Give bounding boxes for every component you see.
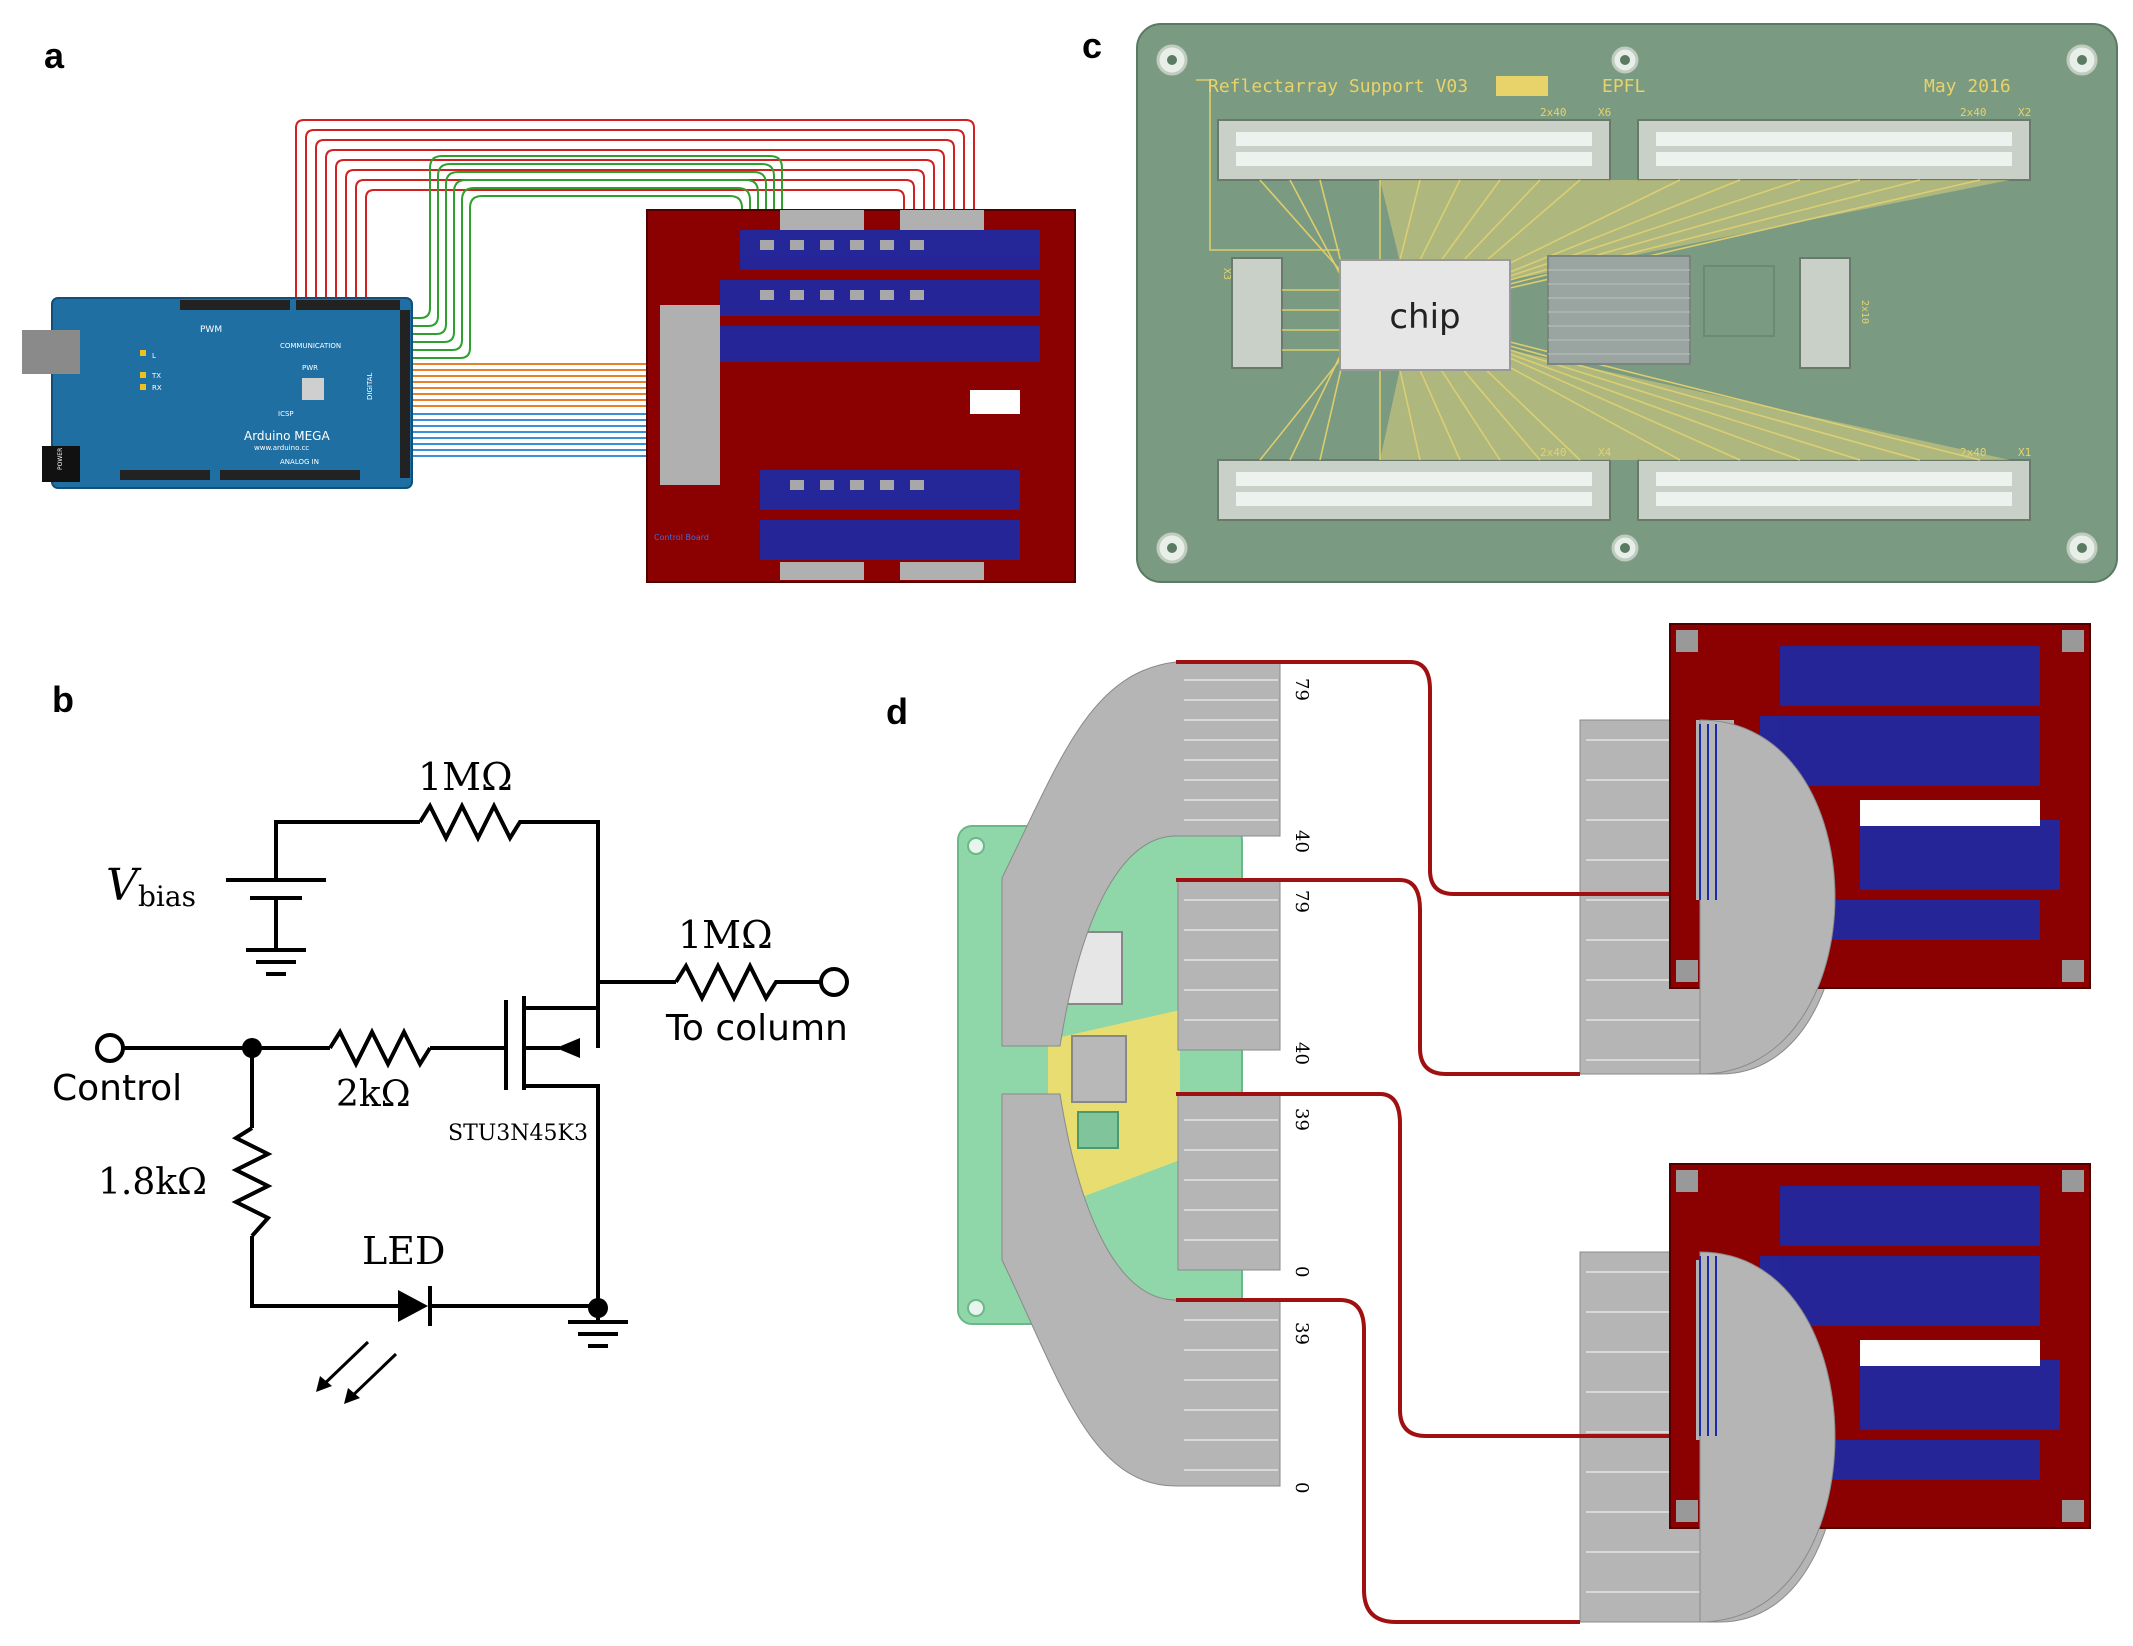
- mosfet-symbol: [504, 982, 600, 1090]
- trace-fill-c: [1380, 180, 2010, 460]
- pwm-label: PWM: [200, 325, 222, 335]
- r-gate-label: 2kΩ: [336, 1074, 411, 1115]
- pwr-label: PWR: [302, 364, 318, 372]
- chip-label: chip: [1389, 297, 1460, 337]
- icsp-label: ICSP: [278, 410, 294, 418]
- power-label: POWER: [57, 448, 64, 470]
- pin-label-40: 40: [1291, 1042, 1312, 1065]
- arduino-url: www.arduino.cc: [254, 444, 309, 452]
- resistor-gate: [328, 1027, 432, 1069]
- resistor-out: [674, 961, 784, 1003]
- vbias-label-sub: bias: [138, 880, 196, 913]
- driver-pcb-top: [1669, 623, 2091, 989]
- battery-symbol: [226, 878, 326, 900]
- led-l-label: L: [152, 352, 156, 360]
- pad-square: [1703, 265, 1775, 337]
- resistor-top: [418, 801, 528, 843]
- control-label: Control: [52, 1068, 182, 1109]
- pin-label-39: 39: [1291, 1108, 1312, 1131]
- connector-x6: X6: [1598, 106, 1611, 119]
- connector-pins-c: [1236, 132, 2012, 506]
- r-out-label: 1MΩ: [678, 913, 773, 957]
- panel-letter-d: d: [886, 691, 908, 732]
- analog-label: ANALOG IN: [280, 458, 319, 466]
- panel-letter-a: a: [44, 35, 65, 76]
- circuit-wires: [124, 820, 822, 1322]
- cable-outlines: [1176, 660, 1700, 1624]
- arduino-name: Arduino MEGA: [244, 429, 330, 443]
- control-terminal: [95, 1033, 125, 1063]
- pin-label-79: 79: [1291, 890, 1312, 913]
- date-label: May 2016: [1924, 76, 2011, 97]
- arduino-board: PWM COMMUNICATION PWR Arduino MEGA www.a…: [22, 297, 413, 489]
- array-block: [1547, 255, 1691, 365]
- digital-label: DIGITAL: [366, 373, 374, 400]
- panel-c: c Reflectarray Support V03 EPFL May 2016: [1082, 23, 2118, 583]
- red-wires: [295, 119, 975, 300]
- pcb-caption-a: Control Board: [654, 533, 709, 542]
- led-tx-label: TX: [151, 372, 161, 380]
- transistor-label: STU3N45K3: [448, 1121, 588, 1146]
- power-jack: [42, 446, 80, 482]
- vbias-label-main: V: [106, 860, 142, 911]
- green-wires: [398, 155, 783, 359]
- connectors-c: [1217, 119, 2031, 521]
- panel-b: b: [52, 679, 849, 1404]
- pin-label-40: 40: [1291, 830, 1312, 853]
- pin-labels: 79 40 79 40 39 0 39 0: [1291, 678, 1312, 1493]
- jumper: [1496, 76, 1548, 96]
- connector-x2-pins: 2x40: [1960, 106, 1987, 119]
- pin-label-0: 0: [1291, 1482, 1312, 1493]
- panel-a: a: [22, 35, 1076, 583]
- panel-letter-b: b: [52, 679, 74, 720]
- ground-icon: [246, 948, 628, 1348]
- board-title-c: Reflectarray Support V03: [1208, 76, 1468, 97]
- connector-x1: X1: [2018, 446, 2031, 459]
- led-rx-label: RX: [152, 384, 162, 392]
- institution-label: EPFL: [1602, 76, 1646, 97]
- junction-dot: [588, 1298, 608, 1318]
- to-column-label: To column: [665, 1008, 848, 1049]
- control-pcb: Control Board: [646, 209, 1076, 583]
- resistor-shunt: [231, 1126, 273, 1238]
- pin-label-0: 0: [1291, 1266, 1312, 1277]
- usb-connector: [22, 330, 80, 374]
- pin-label-79: 79: [1291, 678, 1312, 701]
- led-label: LED: [362, 1229, 445, 1273]
- r-top-label: 1MΩ: [418, 755, 513, 799]
- chip: [1339, 259, 1511, 371]
- connector-x2: X2: [2018, 106, 2031, 119]
- pin-label-39: 39: [1291, 1322, 1312, 1345]
- communication-label: COMMUNICATION: [280, 342, 341, 350]
- junction-dot: [242, 1038, 262, 1058]
- panel-letter-c: c: [1082, 25, 1102, 66]
- panel-d: d: [886, 623, 2091, 1624]
- connector-2x10: 2x10: [1859, 300, 1870, 324]
- connector-x6-pins: 2x40: [1540, 106, 1567, 119]
- r-shunt-label: 1.8kΩ: [98, 1162, 207, 1203]
- output-terminal: [819, 967, 849, 997]
- led-symbol: [316, 1286, 432, 1404]
- mosfet-arrow: [556, 1038, 580, 1058]
- connector-x3: X3: [1221, 268, 1232, 280]
